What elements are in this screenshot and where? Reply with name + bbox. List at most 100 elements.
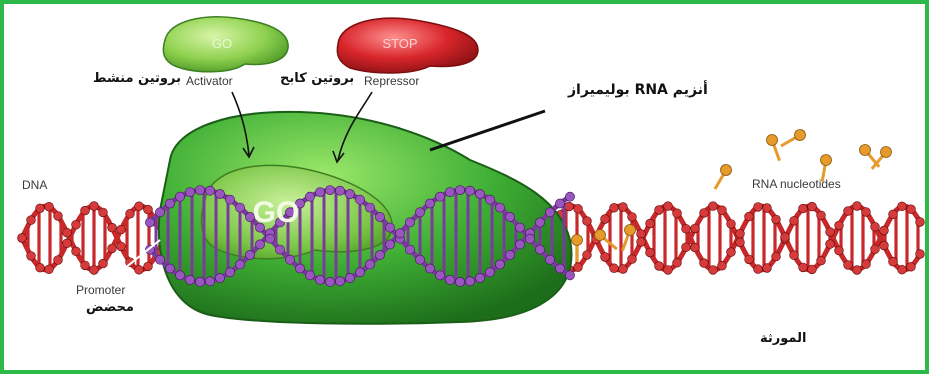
purple-bead: [185, 275, 194, 284]
dna-right-bead: [907, 262, 916, 271]
dna-left-bead: [117, 225, 126, 234]
purple-bead: [405, 218, 414, 227]
purple-bead: [325, 186, 334, 195]
activator-label-ar: بروتين منشط: [93, 71, 181, 86]
purple-bead: [435, 192, 444, 201]
dna-right-bead: [682, 243, 691, 252]
dna-left-bead: [126, 209, 135, 218]
purple-bead: [505, 212, 514, 221]
purple-bead: [535, 245, 544, 254]
purple-bead: [545, 208, 554, 217]
dna-left-bead: [81, 261, 90, 270]
dna-right-bead: [889, 257, 898, 266]
dna-right-bead: [772, 215, 781, 224]
purple-bead: [315, 275, 324, 284]
purple-bead: [525, 234, 534, 243]
purple-bead: [385, 223, 394, 232]
dna-left-bead: [36, 204, 45, 213]
stop-text: STOP: [382, 36, 417, 51]
purple-bead: [285, 255, 294, 264]
purple-bead: [445, 188, 454, 197]
purple-bead: [565, 192, 574, 201]
dna-right-bead: [808, 265, 817, 274]
purple-bead: [465, 277, 474, 286]
dna-right-bead: [646, 219, 655, 228]
dna-left-bead: [54, 212, 63, 221]
dna-left-bead: [36, 263, 45, 272]
purple-bead: [295, 264, 304, 273]
dna-right-bead: [583, 251, 592, 260]
dna-left-bead: [45, 202, 54, 211]
purple-bead: [175, 271, 184, 280]
dna-left-bead: [99, 259, 108, 268]
purple-bead: [305, 271, 314, 280]
dna-right-bead: [709, 266, 718, 275]
dna-right-bead: [880, 241, 889, 250]
purple-bead: [505, 250, 514, 259]
purple-bead: [515, 240, 524, 249]
dna-right-bead: [862, 208, 871, 217]
purple-bead: [455, 277, 464, 286]
dna-right-bead: [817, 256, 826, 265]
purple-bead: [335, 186, 344, 195]
dna-right-bead: [754, 265, 763, 274]
purple-bead: [215, 273, 224, 282]
dna-left-bead: [54, 256, 63, 265]
dna-right-bead: [583, 217, 592, 226]
dna-right-bead: [700, 259, 709, 268]
dna-right-bead: [898, 202, 907, 211]
dna-right-bead: [754, 203, 763, 212]
purple-bead: [155, 255, 164, 264]
dna-right-bead: [898, 265, 907, 274]
rna-nucleotide: [572, 235, 583, 263]
purple-bead: [165, 199, 174, 208]
purple-bead: [355, 268, 364, 277]
rna-nucleotide: [765, 133, 785, 163]
dna-left-bead: [63, 239, 72, 248]
rna-nucleotide: [857, 142, 883, 170]
purple-bead: [495, 260, 504, 269]
dna-right-bead: [826, 240, 835, 249]
purple-bead: [385, 240, 394, 249]
dna-right-bead: [871, 222, 880, 231]
dna-right-bead: [646, 248, 655, 257]
dna-right-bead: [853, 266, 862, 275]
dna-right-bead: [745, 255, 754, 264]
promoter-label-ar: محضض: [86, 300, 134, 315]
dna-right-bead: [907, 205, 916, 214]
purple-bead: [555, 199, 564, 208]
dna-left-bead: [108, 223, 117, 232]
purple-bead: [245, 250, 254, 259]
purple-bead: [345, 189, 354, 198]
purple-bead: [565, 271, 574, 280]
purple-bead: [415, 255, 424, 264]
dna-left-bead: [72, 220, 81, 229]
dna-right-bead: [736, 229, 745, 238]
dna-right-bead: [799, 204, 808, 213]
purple-bead: [405, 245, 414, 254]
activator-label: Activator: [186, 74, 233, 88]
purple-bead: [205, 186, 214, 195]
dna-right-bead: [601, 253, 610, 262]
promoter-label: Promoter: [76, 283, 125, 297]
dna-right-bead: [565, 202, 574, 211]
purple-bead: [545, 255, 554, 264]
purple-bead: [175, 192, 184, 201]
dna-right-bead: [862, 260, 871, 269]
dna-left-bead: [135, 265, 144, 274]
purple-bead: [235, 260, 244, 269]
dna-right-bead: [574, 263, 583, 272]
purple-bead: [155, 208, 164, 217]
dna-label: DNA: [22, 178, 47, 192]
rna-nucleotide: [710, 162, 733, 191]
dna-right-bead: [700, 209, 709, 218]
purple-bead: [305, 192, 314, 201]
purple-bead: [445, 275, 454, 284]
dna-right-bead: [835, 246, 844, 255]
dna-right-bead: [610, 203, 619, 212]
dna-left-bead: [90, 266, 99, 275]
dna-right-bead: [691, 243, 700, 252]
dna-left-bead: [144, 205, 153, 214]
purple-bead: [235, 203, 244, 212]
